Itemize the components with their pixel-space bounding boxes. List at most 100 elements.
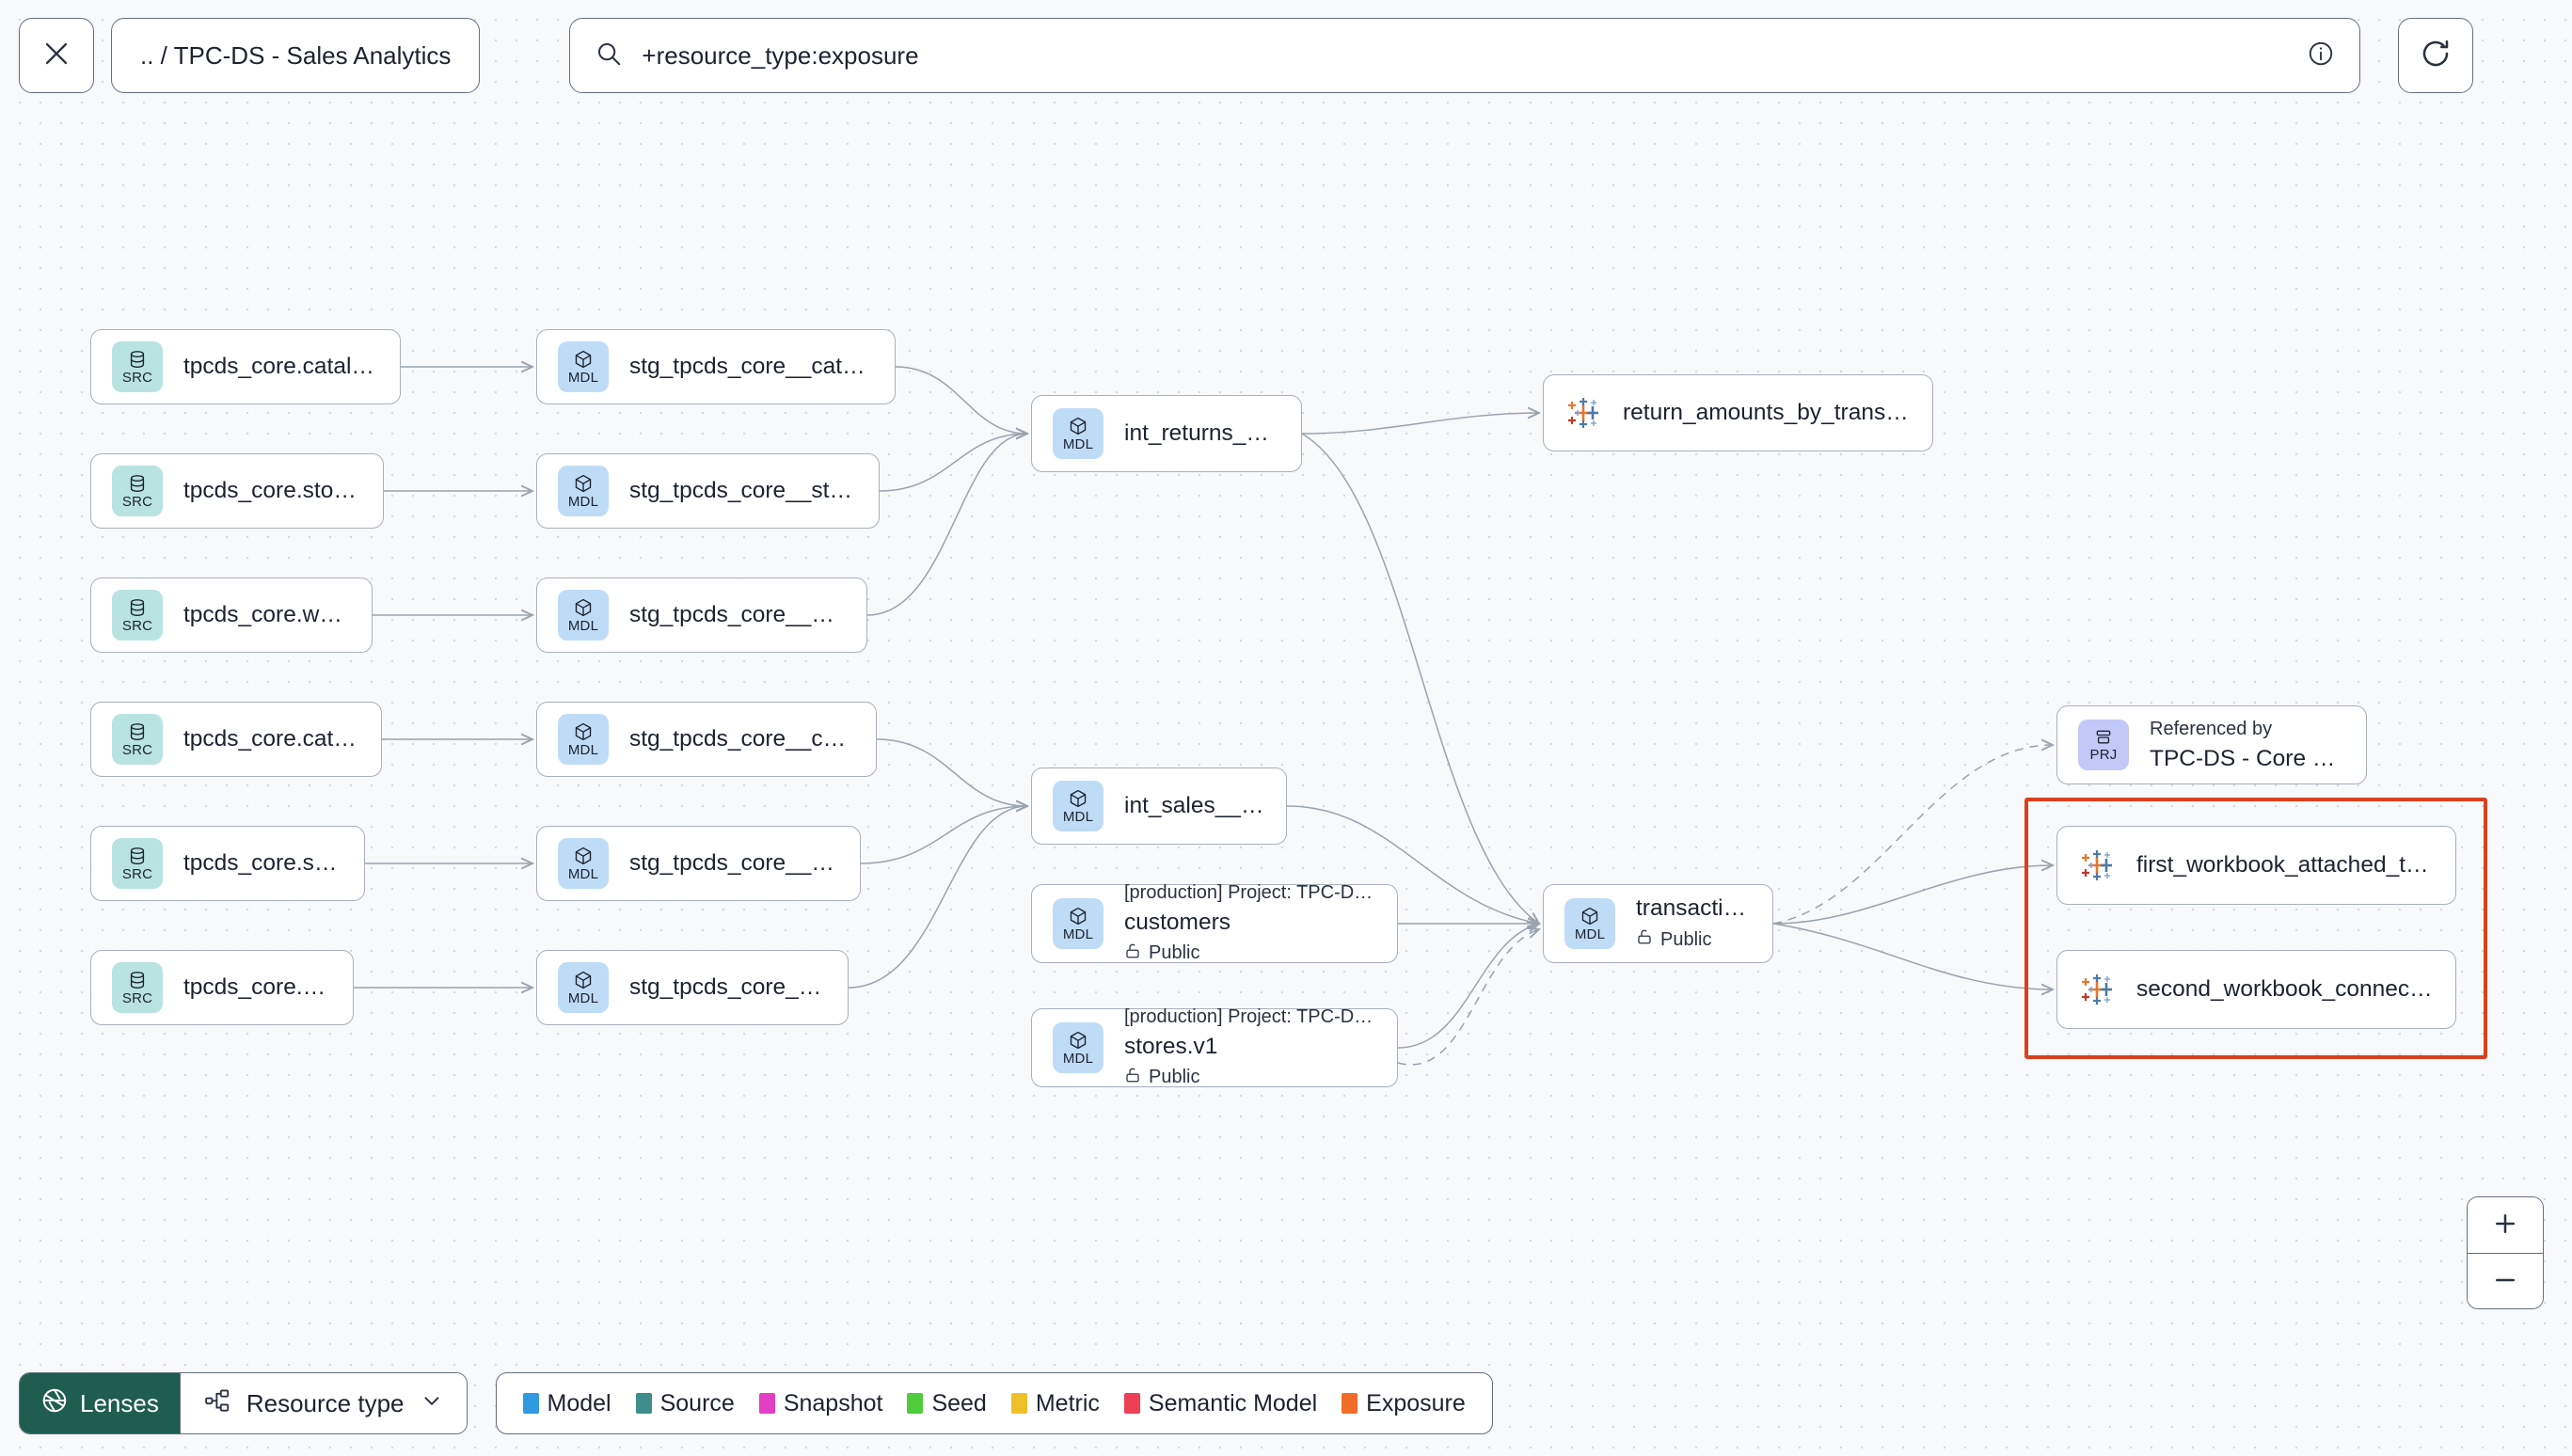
tableau-icon	[2078, 847, 2116, 884]
badge-text: SRC	[121, 494, 153, 510]
badge-text: MDL	[567, 494, 599, 510]
badge-text: SRC	[121, 990, 153, 1006]
lenses-label: Lenses	[80, 1388, 159, 1417]
plus-icon	[2491, 1210, 2519, 1241]
node-customers[interactable]: MDL [production] Project: TPC-DS - Core …	[1031, 881, 1398, 963]
node-exposure-second-workbook[interactable]: second_workbook_connected_to_live…	[2056, 950, 2456, 1029]
legend-item-seed: Seed	[907, 1390, 987, 1417]
legend-swatch	[522, 1393, 539, 1414]
node-stg-store-returns[interactable]: MDL stg_tpcds_core__store_returns	[536, 453, 880, 529]
legend-swatch	[1123, 1393, 1140, 1414]
refresh-icon	[2419, 37, 2453, 75]
search-bar[interactable]	[569, 18, 2361, 93]
source-badge: SRC	[112, 714, 163, 765]
refresh-button[interactable]	[2398, 18, 2474, 93]
node-label: second_workbook_connected_to_live…	[2136, 976, 2435, 1002]
legend-swatch	[1342, 1393, 1358, 1414]
legend-label: Exposure	[1366, 1389, 1466, 1416]
node-transactions[interactable]: MDL transactions Public	[1543, 884, 1773, 963]
info-icon[interactable]	[2307, 40, 2335, 72]
close-button[interactable]	[19, 18, 94, 93]
model-badge: MDL	[558, 714, 609, 765]
legend-label: Model	[547, 1389, 611, 1416]
node-label: first_workbook_attached_to_tpc-ds_-_…	[2136, 852, 2435, 878]
unlock-icon	[1124, 1066, 1141, 1090]
legend-label: Metric	[1035, 1389, 1100, 1416]
legend-swatch	[1010, 1393, 1027, 1414]
badge-text: MDL	[1062, 926, 1094, 942]
zoom-in-button[interactable]	[2468, 1197, 2543, 1253]
top-toolbar: .. / TPC-DS - Sales Analytics	[0, 0, 2572, 111]
legend-label: Semantic Model	[1148, 1389, 1318, 1416]
node-project-label: [production] Project: TPC-DS - Core Data…	[1124, 881, 1376, 903]
node-stg-catalog-returns[interactable]: MDL stg_tpcds_core__catalog_returns	[536, 329, 896, 404]
node-referenced-by-prefix: Referenced by	[2150, 718, 2273, 739]
bottom-toolbar: Lenses Resource type	[19, 1372, 1493, 1434]
badge-text: PRJ	[2089, 747, 2118, 763]
source-badge: SRC	[112, 590, 163, 641]
legend-item-model: Model	[522, 1389, 611, 1417]
node-project-label: [production] Project: TPC-DS - Core Data…	[1124, 1005, 1376, 1027]
node-label: int_returns__unioned	[1124, 420, 1280, 446]
zoom-out-button[interactable]	[2468, 1253, 2543, 1308]
search-icon	[595, 40, 623, 72]
hierarchy-icon	[203, 1386, 231, 1421]
model-badge: MDL	[1053, 781, 1103, 831]
node-referenced-by-project[interactable]: PRJ Referenced by TPC-DS - Core Data Mod…	[2056, 705, 2367, 784]
badge-text: MDL	[567, 866, 599, 882]
badge-text: MDL	[567, 618, 599, 634]
node-label: return_amounts_by_transaction_type	[1623, 400, 1912, 425]
minus-icon	[2491, 1266, 2519, 1297]
node-stg-web-sales[interactable]: MDL stg_tpcds_core__web_sales	[536, 950, 849, 1025]
project-badge: PRJ	[2078, 720, 2129, 770]
node-label: tpcds_core.web_returns	[183, 602, 351, 627]
breadcrumb[interactable]: .. / TPC-DS - Sales Analytics	[111, 18, 481, 93]
legend-item-source: Source	[635, 1389, 735, 1417]
model-badge: MDL	[1053, 408, 1103, 459]
badge-text: SRC	[121, 370, 153, 386]
model-badge: MDL	[558, 466, 609, 516]
node-stores-v1[interactable]: MDL [production] Project: TPC-DS - Core …	[1031, 1005, 1398, 1090]
legend: Model Source Snapshot Seed Metric Semant…	[495, 1372, 1493, 1434]
visibility-text: Public	[1149, 942, 1200, 963]
node-visibility: Public	[1636, 927, 1752, 952]
resource-type-dropdown[interactable]: Resource type	[179, 1373, 467, 1433]
search-input[interactable]	[642, 40, 2289, 71]
model-badge: MDL	[558, 590, 609, 641]
breadcrumb-label: .. / TPC-DS - Sales Analytics	[140, 40, 452, 70]
node-exposure-return-amounts[interactable]: return_amounts_by_transaction_type	[1543, 374, 1933, 451]
node-label: tpcds_core.catalog_sales	[183, 726, 360, 752]
legend-swatch	[758, 1393, 775, 1414]
tableau-icon	[2078, 971, 2116, 1008]
legend-label: Source	[659, 1389, 735, 1416]
node-label: tpcds_core.web_sales	[183, 974, 332, 1000]
node-label: stg_tpcds_core__catalog_sales	[629, 726, 855, 752]
node-label: transactions	[1636, 895, 1752, 921]
source-badge: SRC	[112, 962, 163, 1013]
node-src-catalog-returns[interactable]: SRC tpcds_core.catalog_returns	[90, 329, 401, 404]
node-src-web-returns[interactable]: SRC tpcds_core.web_returns	[90, 578, 373, 653]
node-src-store-returns[interactable]: SRC tpcds_core.store_returns	[90, 453, 384, 529]
node-label: tpcds_core.store_sales	[183, 850, 343, 876]
node-src-web-sales[interactable]: SRC tpcds_core.web_sales	[90, 950, 354, 1025]
node-label: TPC-DS - Core Data Models	[2150, 745, 2345, 771]
lenses-button[interactable]: Lenses	[20, 1373, 180, 1433]
node-int-sales-unioned[interactable]: MDL int_sales__unioned	[1031, 768, 1287, 845]
node-stg-store-sales[interactable]: MDL stg_tpcds_core__store_sales	[536, 826, 861, 901]
node-exposure-first-workbook[interactable]: first_workbook_attached_to_tpc-ds_-_…	[2056, 826, 2456, 905]
node-label: tpcds_core.store_returns	[183, 478, 362, 503]
badge-text: SRC	[121, 742, 153, 758]
node-stg-web-returns[interactable]: MDL stg_tpcds_core__web_returns	[536, 578, 867, 653]
node-src-catalog-sales[interactable]: SRC tpcds_core.catalog_sales	[90, 702, 382, 777]
node-int-returns-unioned[interactable]: MDL int_returns__unioned	[1031, 395, 1302, 472]
model-badge: MDL	[1053, 1022, 1103, 1073]
node-label: stores.v1	[1124, 1033, 1218, 1059]
node-label: stg_tpcds_core__web_returns	[629, 602, 846, 627]
badge-text: SRC	[121, 866, 153, 882]
source-badge: SRC	[112, 466, 163, 516]
node-src-store-sales[interactable]: SRC tpcds_core.store_sales	[90, 826, 365, 901]
badge-text: SRC	[121, 618, 153, 634]
node-stg-catalog-sales[interactable]: MDL stg_tpcds_core__catalog_sales	[536, 702, 877, 777]
